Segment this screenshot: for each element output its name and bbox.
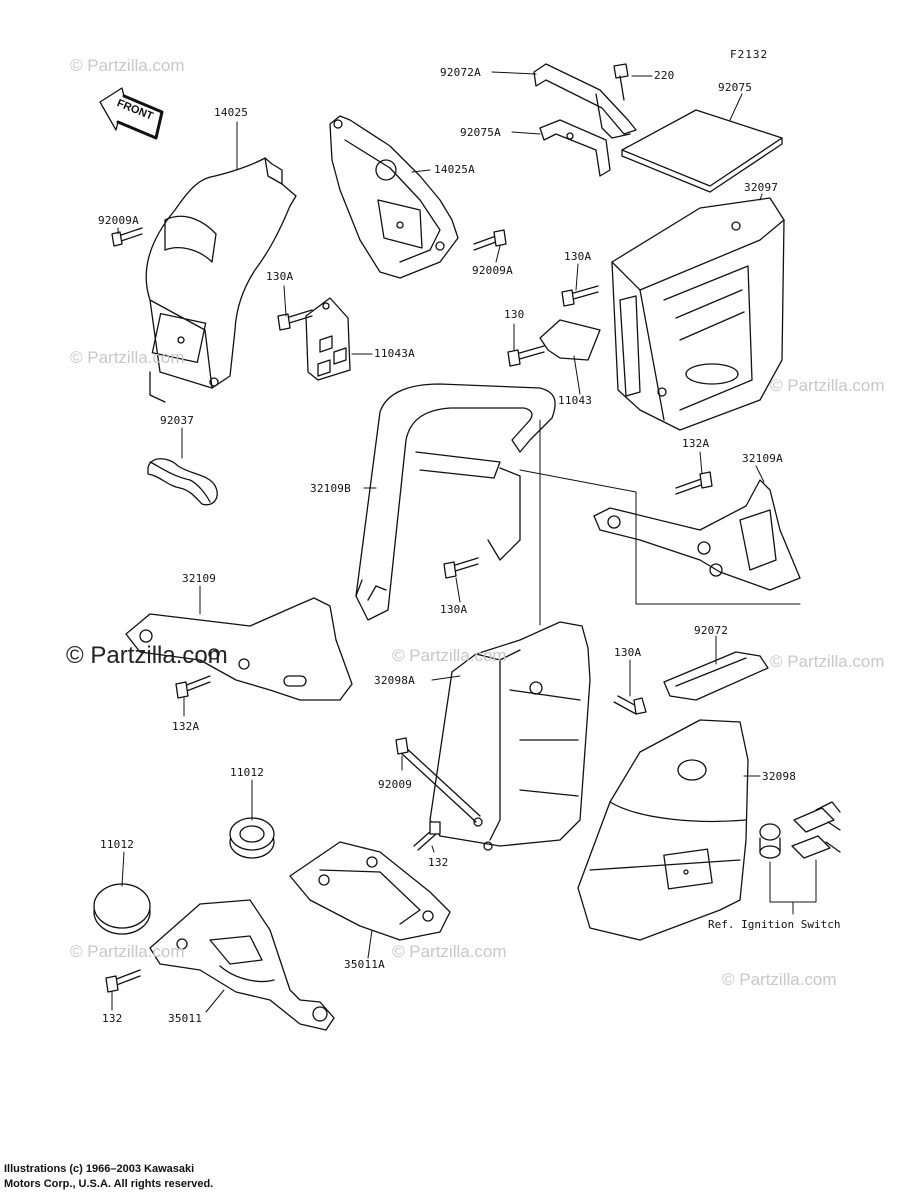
label-32098: 32098 xyxy=(762,770,797,783)
label-130: 130 xyxy=(504,308,525,321)
guide-lines xyxy=(519,419,801,626)
label-130a-mid: 130A xyxy=(440,603,468,616)
bracket-11043a xyxy=(305,297,351,381)
grommet-11012-a xyxy=(229,817,275,859)
label-11043a: 11043A xyxy=(374,347,415,360)
label-132-bottom: 132 xyxy=(102,1012,123,1025)
grab-bar-32109b xyxy=(355,383,556,621)
screw-130a-trunk xyxy=(613,695,647,715)
screw-130a-mid xyxy=(443,557,479,579)
grommet-11012-b xyxy=(93,883,151,935)
leader-lines xyxy=(111,71,765,1013)
trunk-lid-32098 xyxy=(577,719,749,941)
label-11012-b: 11012 xyxy=(100,838,135,851)
screw-92009 xyxy=(395,737,481,823)
label-92075a: 92075A xyxy=(460,126,501,139)
label-220: 220 xyxy=(654,69,675,82)
strap-92072 xyxy=(663,651,769,701)
label-92009a-left: 92009A xyxy=(98,214,139,227)
screw-132-mid xyxy=(413,821,441,851)
label-92072a: 92072A xyxy=(440,66,481,79)
screw-132a-left xyxy=(175,675,211,699)
label-92009: 92009 xyxy=(378,778,413,791)
label-130a-battery: 130A xyxy=(564,250,592,263)
label-32098a: 32098A xyxy=(374,674,415,687)
bracket-35011 xyxy=(149,899,335,1031)
clamp-92037 xyxy=(147,458,218,506)
plate-35011a xyxy=(289,841,451,941)
diagram-code: F2132 xyxy=(730,48,769,61)
label-132a-right: 132A xyxy=(682,437,710,450)
screw-130a-left xyxy=(277,309,313,331)
watermark: © Partzilla.com xyxy=(70,942,185,961)
pad-92075 xyxy=(621,109,783,193)
watermark: © Partzilla.com xyxy=(392,942,507,961)
battery-case-32097 xyxy=(611,197,785,431)
watermark: © Partzilla.com xyxy=(70,348,185,367)
label-92009a-mid: 92009A xyxy=(472,264,513,277)
screw-92009a-mid xyxy=(473,229,507,251)
label-14025: 14025 xyxy=(214,106,249,119)
label-92072: 92072 xyxy=(694,624,729,637)
screw-130 xyxy=(507,345,545,367)
copyright-line-2: Motors Corp., U.S.A. All rights reserved… xyxy=(4,1178,214,1190)
ref-bracket-lines xyxy=(769,859,817,915)
side-cover-14025 xyxy=(145,157,297,403)
rail-32109a xyxy=(593,479,801,591)
label-92075: 92075 xyxy=(718,81,753,94)
label-35011: 35011 xyxy=(168,1012,203,1025)
ignition-lock-icon xyxy=(759,823,781,859)
ref-ignition-switch: Ref. Ignition Switch xyxy=(708,918,841,931)
label-14025a: 14025A xyxy=(434,163,475,176)
copyright-line-1: Illustrations (c) 1966–2003 Kawasaki xyxy=(4,1163,195,1175)
rail-32109 xyxy=(125,597,353,701)
label-11043: 11043 xyxy=(558,394,593,407)
bracket-11043 xyxy=(539,319,601,361)
label-92037: 92037 xyxy=(160,414,195,427)
screw-132a-right xyxy=(675,471,713,495)
bracket-92075a xyxy=(539,119,611,177)
copyright-notice: Illustrations (c) 1966–2003 Kawasaki Mot… xyxy=(4,1162,213,1192)
label-35011a: 35011A xyxy=(344,958,385,971)
watermark: © Partzilla.com xyxy=(770,376,885,395)
front-arrow-icon xyxy=(99,87,164,140)
label-130a-trunk: 130A xyxy=(614,646,642,659)
label-130a-left: 130A xyxy=(266,270,294,283)
watermark: © Partzilla.com xyxy=(722,970,837,989)
watermark: © Partzilla.com xyxy=(70,56,185,75)
watermark: © Partzilla.com xyxy=(770,652,885,671)
trunk-base-32098a xyxy=(429,621,591,851)
label-11012-a: 11012 xyxy=(230,766,265,779)
label-32109: 32109 xyxy=(182,572,217,585)
label-32109a: 32109A xyxy=(742,452,783,465)
key-icon xyxy=(791,801,841,859)
label-32109b: 32109B xyxy=(310,482,351,495)
side-cover-14025a xyxy=(329,115,459,279)
screw-92009a-left xyxy=(111,227,143,247)
band-92072a xyxy=(533,63,637,139)
screw-132-bottom xyxy=(105,969,141,993)
watermark: © Partzilla.com xyxy=(392,646,507,665)
label-32097: 32097 xyxy=(744,181,779,194)
bolt-220 xyxy=(613,63,629,101)
screw-130a-battery xyxy=(561,285,599,307)
label-132-mid: 132 xyxy=(428,856,449,869)
watermark-main: © Partzilla.com xyxy=(66,642,228,669)
label-132a-left: 132A xyxy=(172,720,200,733)
